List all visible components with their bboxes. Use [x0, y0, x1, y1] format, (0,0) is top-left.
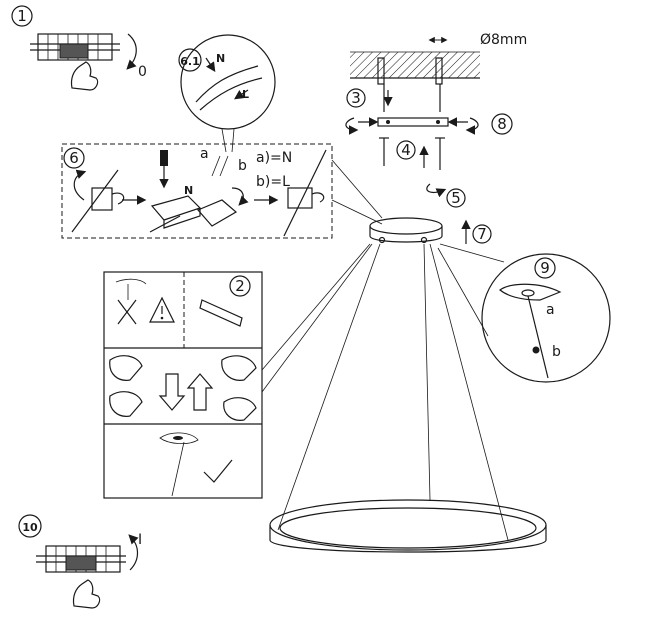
- arrow-down-outline-icon: [158, 373, 186, 411]
- step-1-number: 1: [17, 7, 27, 25]
- terminal-block-open-icon: N: [149, 184, 202, 233]
- switch-off-label: 0: [138, 64, 147, 80]
- screwdriver-icon: [159, 150, 169, 189]
- step-3-number: 3: [351, 89, 361, 107]
- detail-9-b-label: b: [552, 344, 561, 360]
- detail-9-a-label: a: [546, 302, 555, 318]
- step-6-1-detail: 6.1 N L: [178, 34, 276, 153]
- step-2-instruction-grid: 2: [103, 271, 263, 499]
- switch-on-label: I: [138, 532, 142, 548]
- terminal-block-icon: [71, 169, 125, 233]
- forbidden-cross-icon: [117, 299, 137, 325]
- step-9-detail: 9 a b: [437, 243, 611, 383]
- step-10-number: 10: [22, 521, 38, 534]
- step-6-number: 6: [69, 149, 79, 167]
- mounting-bracket-icon: [377, 117, 449, 127]
- breaker-panel-icon-2: [36, 545, 126, 573]
- hand-icon-2: [72, 579, 101, 609]
- rotate-arrow-icon: [73, 169, 87, 201]
- step-1-breaker-off: 1 0: [11, 5, 147, 91]
- step-5-number: 5: [451, 189, 461, 207]
- step-8-number: 8: [497, 115, 507, 133]
- wire-l-mark: L: [242, 88, 249, 101]
- pendant-lamp: [261, 159, 547, 553]
- terminal-n-mark: N: [184, 184, 193, 197]
- step-4-number: 4: [401, 141, 411, 159]
- arrow-down-icon: [126, 33, 137, 70]
- screw-left-icon: [379, 137, 389, 166]
- check-mark-icon: [203, 459, 233, 483]
- step-10-breaker-on: 10 I: [18, 514, 142, 609]
- lamp-ring-icon: [269, 499, 547, 553]
- breaker-panel-icon: [30, 33, 120, 61]
- b-equals-l-label: b)=L: [256, 174, 290, 190]
- screw-right-icon: [435, 137, 445, 170]
- step-9-number: 9: [540, 259, 550, 277]
- hand-push-icon: [221, 355, 257, 421]
- step-6-wiring-panel: 6 N a b a)=N b)=L: [61, 143, 333, 239]
- hand-pull-icon: [109, 355, 143, 417]
- a-equals-n-label: a)=N: [256, 150, 292, 166]
- step-6-1-number: 6.1: [180, 55, 200, 68]
- step-7-number: 7: [477, 225, 487, 243]
- ceiling-mount-detail: Ø8mm 3 8 4: [345, 32, 527, 244]
- arrow-up-outline-icon: [186, 373, 214, 411]
- wire-b-label: b: [238, 158, 247, 174]
- cable-sleeve-icon: [199, 299, 243, 327]
- wire-a-label: a: [200, 146, 209, 162]
- warning-triangle-icon: [149, 296, 175, 323]
- step-2-number: 2: [235, 277, 245, 295]
- arrow-up-icon: [128, 534, 139, 571]
- terminal-block-closed-icon: [283, 149, 327, 237]
- hand-icon: [70, 61, 99, 91]
- wire-n-mark: N: [216, 52, 225, 65]
- bolt-diameter-label: Ø8mm: [480, 32, 527, 48]
